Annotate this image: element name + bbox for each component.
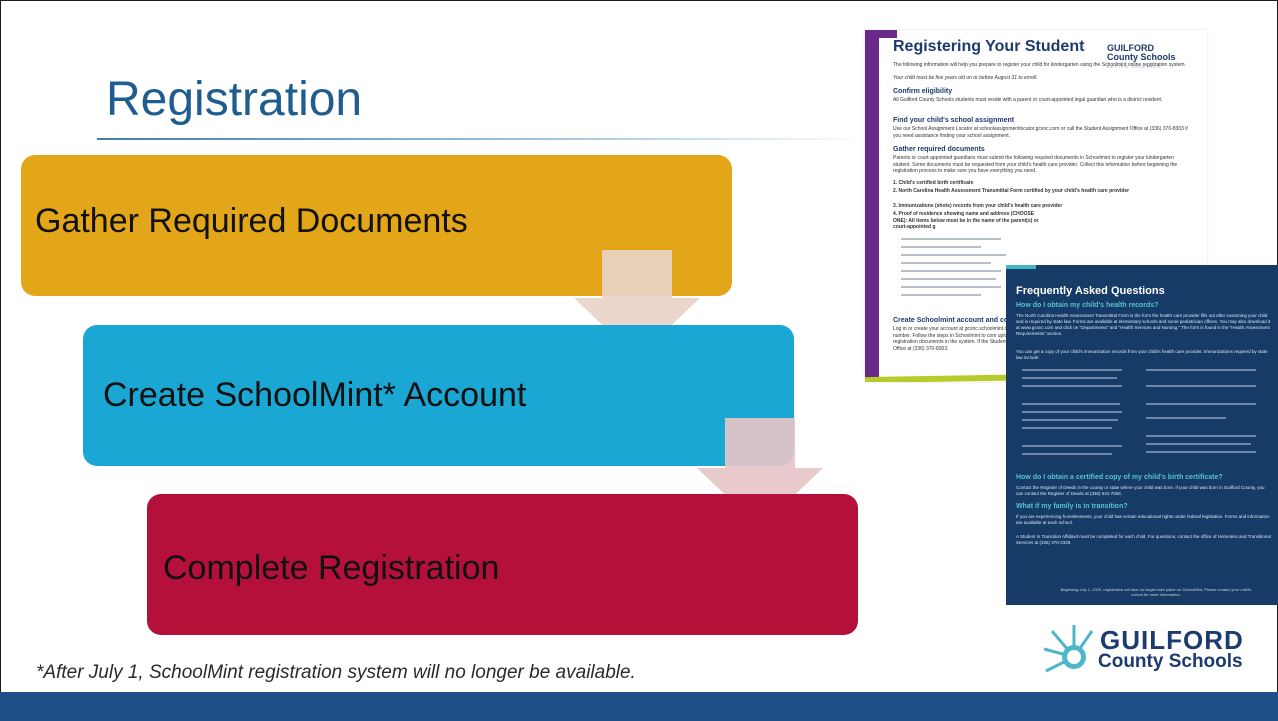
text-line <box>901 286 1001 288</box>
bottom-bar <box>0 692 1278 721</box>
faq-q2: How do I obtain a certified copy of my c… <box>1016 474 1223 481</box>
text-line <box>1146 443 1251 445</box>
step-label: Complete Registration <box>163 549 500 587</box>
logo-line1: GUILFORD <box>1107 43 1154 53</box>
step-label: Create SchoolMint* Account <box>103 376 527 414</box>
title-underline <box>97 138 872 140</box>
faq-heading: Frequently Asked Questions <box>1016 285 1165 297</box>
flyer-list-4: 4. Proof of residence showing name and a… <box>893 211 1039 230</box>
faq-q1: How do I obtain my child's health record… <box>1016 302 1159 309</box>
flyer-find-text: Use our School Assignment Locator at sch… <box>893 126 1188 139</box>
faq-q3-text2: A Student in Transition Affidavit must b… <box>1016 534 1271 545</box>
text-line <box>1022 445 1122 447</box>
text-line <box>1146 417 1226 419</box>
faq-footer: Beginning July 1, 2025, registration wil… <box>1060 587 1252 597</box>
text-line <box>1146 385 1256 387</box>
text-line <box>901 294 981 296</box>
flyer-heading-find: Find your child's school assignment <box>893 117 1015 124</box>
flyer-create-text: Log in or create your account at gcsnc.s… <box>893 326 1035 352</box>
text-line <box>901 270 1001 272</box>
step-label: Gather Required Documents <box>35 202 468 240</box>
text-line <box>1022 411 1122 413</box>
slide-title: Registration <box>106 73 363 126</box>
text-line <box>1146 435 1256 437</box>
text-line <box>1022 385 1122 387</box>
flyer-list-3: 3. Immunizations (shots) records from yo… <box>893 203 1063 209</box>
logo-tagline: BETTER TOGETHER <box>1107 64 1161 69</box>
text-line <box>1146 403 1256 405</box>
step-complete-registration: Complete Registration <box>147 494 858 635</box>
faq-q1-text2: You can get a copy of your child's immun… <box>1016 349 1268 360</box>
text-line <box>1022 453 1112 455</box>
flyer-intro: The following information will help you … <box>893 62 1186 68</box>
flyer-heading-create: Create Schoolmint account and com <box>893 317 1015 324</box>
guilford-county-schools-logo: GUILFORD County Schools <box>1040 617 1252 683</box>
guilford-logo-small: GUILFORD County Schools BETTER TOGETHER <box>1107 44 1176 71</box>
flyer-heading-confirm: Confirm eligibility <box>893 88 953 95</box>
flyer-list-2: 2. North Carolina Health Assessment Tran… <box>893 188 1130 194</box>
faq-q2-text: Contact the Register of Deeds in the cou… <box>1016 485 1265 496</box>
logo-line2: County Schools <box>1098 651 1243 672</box>
text-line <box>1022 377 1117 379</box>
purple-accent <box>865 30 879 382</box>
flyer-gather-text: Parents or court-appointed guardians mus… <box>893 155 1178 174</box>
flyer-heading-gather: Gather required documents <box>893 146 985 153</box>
logo-line1: GUILFORD <box>1100 625 1244 655</box>
logo-line2: County Schools <box>1107 52 1176 62</box>
purple-accent-top <box>865 30 897 38</box>
text-line <box>901 254 1006 256</box>
faq-q3: What if my family is in transition? <box>1016 503 1128 510</box>
text-line <box>1022 427 1112 429</box>
down-arrow-1 <box>574 250 700 358</box>
faq-q3-text: If you are experiencing homelessness, yo… <box>1016 514 1270 525</box>
faq-flyer-image: Frequently Asked Questions How do I obta… <box>1006 265 1278 605</box>
text-line <box>901 262 991 264</box>
faq-q1-text: The North Carolina Health Assessment Tra… <box>1016 313 1271 336</box>
text-line <box>901 278 996 280</box>
flyer-intro-italic: Your child must be five years old on or … <box>893 75 1038 81</box>
flyer-title: Registering Your Student <box>893 38 1085 55</box>
text-line <box>901 238 1001 240</box>
down-arrow-2 <box>697 418 823 528</box>
text-line <box>1146 451 1256 453</box>
flyer-confirm-text: All Guilford County Schools students mus… <box>893 97 1163 103</box>
text-line <box>1022 419 1118 421</box>
text-line <box>901 246 981 248</box>
logo-burst-icon <box>1043 625 1094 673</box>
text-line <box>1022 369 1122 371</box>
teal-accent <box>1006 265 1036 269</box>
text-line <box>1146 369 1256 371</box>
footnote: *After July 1, SchoolMint registration s… <box>36 662 636 683</box>
text-line <box>1022 403 1120 405</box>
flyer-list-1: 1. Child's certified birth certificate <box>893 180 974 186</box>
step-create-account: Create SchoolMint* Account <box>83 325 794 466</box>
